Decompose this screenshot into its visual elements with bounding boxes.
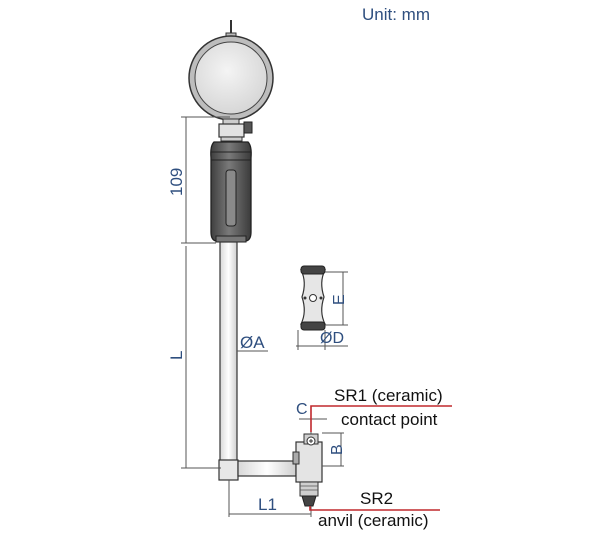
sr2-label-line1: SR2 [360, 489, 393, 508]
dimension-d [296, 330, 348, 350]
grip-handle [210, 141, 252, 243]
dial-indicator [188, 20, 274, 126]
dimension-e [325, 271, 348, 326]
dimension-b [322, 432, 344, 467]
sr1-label-line1: SR1 (ceramic) [334, 386, 443, 405]
dim-b-label: B [329, 444, 346, 455]
sr2-leader [309, 506, 440, 511]
dimension-l [181, 246, 221, 469]
dim-109-label: 109 [167, 168, 186, 196]
dial-clamp [218, 121, 253, 142]
dim-c-label: C [296, 401, 308, 418]
contact-point-detail [300, 265, 326, 331]
extension-rod [219, 241, 238, 473]
dim-l1-label: L1 [258, 495, 277, 514]
sr1-label-line2: contact point [341, 410, 438, 429]
dimension-l1 [228, 480, 312, 517]
dimension-c [299, 418, 327, 434]
measuring-head [292, 433, 323, 507]
dim-d-label: ØD [320, 330, 344, 347]
sr1-leader [310, 405, 452, 432]
dim-a-label: ØA [240, 333, 265, 352]
elbow-arm [218, 459, 297, 481]
dimension-109 [181, 116, 230, 244]
dim-e-label: E [331, 294, 348, 305]
unit-label: Unit: mm [362, 5, 430, 24]
sr2-label-line2: anvil (ceramic) [318, 511, 429, 530]
dim-l-label: L [167, 351, 186, 360]
